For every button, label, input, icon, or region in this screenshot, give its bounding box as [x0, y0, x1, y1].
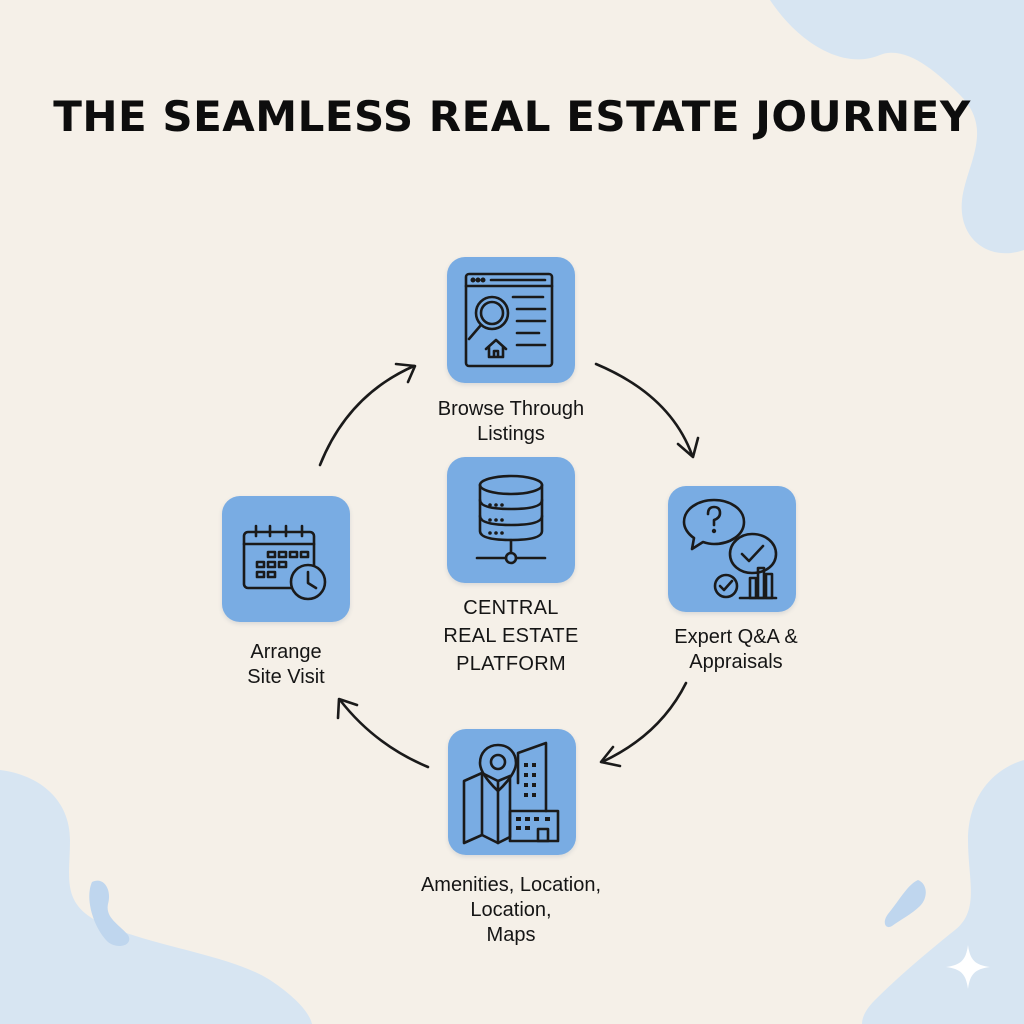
- expert-qa-tile: [668, 486, 796, 612]
- amenities-maps-tile: [448, 729, 576, 855]
- browser-search-house-icon: [464, 272, 554, 368]
- central-platform-tile: [447, 457, 575, 583]
- map-pin-buildings-icon: [462, 741, 560, 845]
- browse-listings-tile: [447, 257, 575, 383]
- amenities-maps-label: Amenities, Location,Location,Maps: [420, 874, 602, 946]
- question-chat-checkmark-icon: [682, 498, 778, 600]
- sparkle-icon: [946, 945, 990, 989]
- page-title: THE SEAMLESS REAL ESTATE JOURNEY: [53, 92, 971, 141]
- database-server-icon: [475, 474, 547, 565]
- expert-qa-label: Expert Q&A &Appraisals: [674, 626, 798, 673]
- bottom-left-blob: [0, 770, 312, 1024]
- bottom-left-small-blob: [89, 880, 130, 946]
- calendar-clock-icon: [242, 524, 327, 601]
- bottom-right-small-blob: [884, 880, 926, 928]
- bottom-right-blob: [862, 760, 1024, 1024]
- site-visit-tile: [222, 496, 350, 622]
- top-right-blob: [770, 0, 1024, 254]
